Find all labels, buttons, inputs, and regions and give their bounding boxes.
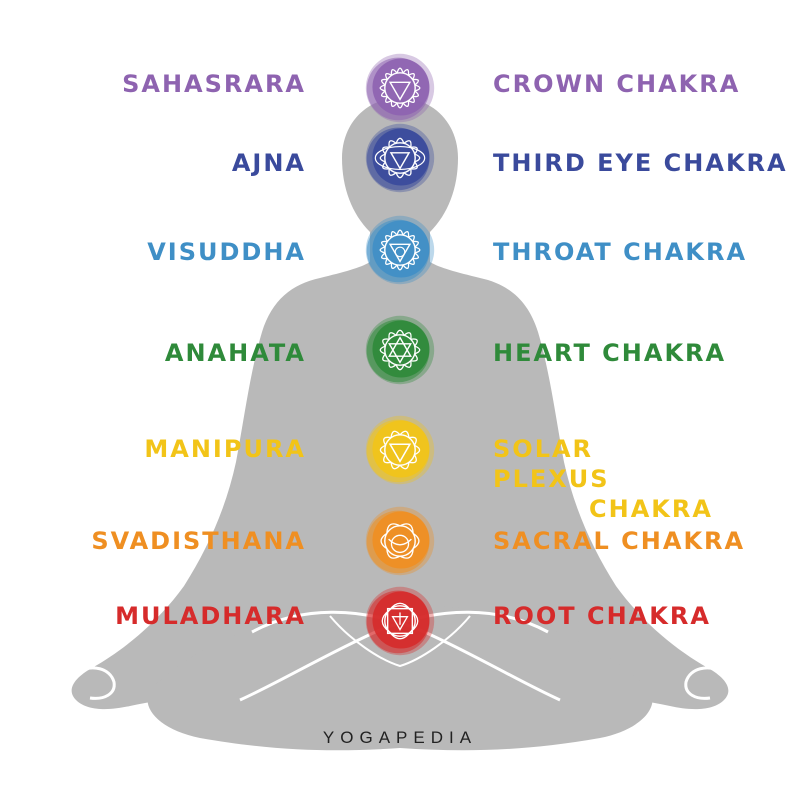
watercolor-disc (365, 315, 435, 385)
silhouette (71, 98, 729, 751)
label-heart-chakra: HEART CHAKRA (493, 339, 727, 367)
chakra-glyph (379, 229, 421, 271)
chakra-glyph (379, 430, 421, 470)
solar-plexus-icon (365, 415, 435, 485)
chakra-glyph (380, 523, 420, 559)
label-ajna: AJNA (231, 149, 306, 177)
label-crown-chakra: CROWN CHAKRA (493, 70, 741, 98)
sacral-icon (365, 506, 435, 576)
brand-wordmark: YOGAPEDIA (322, 728, 478, 747)
heart-star-icon (365, 315, 435, 385)
watercolor-disc (365, 123, 435, 193)
watercolor-disc (365, 586, 435, 656)
third-eye-icon (365, 123, 435, 193)
watercolor-disc (365, 506, 435, 576)
root-square-icon (365, 586, 435, 656)
label-solar-plexus-line2: CHAKRA (589, 495, 713, 523)
label-svadisthana: SVADISTHANA (91, 527, 306, 555)
watercolor-disc (365, 215, 435, 285)
label-visuddha: VISUDDHA (147, 238, 306, 266)
chakra-glyph (379, 67, 421, 109)
lotus-crown-icon (365, 53, 435, 123)
label-muladhara: MULADHARA (115, 602, 306, 630)
label-sacral-chakra: SACRAL CHAKRA (493, 527, 746, 555)
label-third-eye-chakra: THIRD EYE CHAKRA (493, 149, 788, 177)
watercolor-disc (365, 53, 435, 123)
chakra-glyph (379, 329, 421, 371)
label-manipura: MANIPURA (144, 435, 306, 463)
label-throat-chakra: THROAT CHAKRA (493, 238, 748, 266)
label-anahata: ANAHATA (164, 339, 306, 367)
label-solar-plexus-line1: SOLAR PLEXUS (493, 435, 610, 493)
label-solar-plexus-chakra: SOLAR PLEXUS CHAKRA (493, 434, 713, 524)
throat-icon (365, 215, 435, 285)
chakra-glyph (374, 137, 426, 179)
watercolor-disc (365, 415, 435, 485)
label-root-chakra: ROOT CHAKRA (493, 602, 711, 630)
chakra-glyph (381, 602, 419, 640)
label-sahasrara: SAHASRARA (122, 70, 306, 98)
